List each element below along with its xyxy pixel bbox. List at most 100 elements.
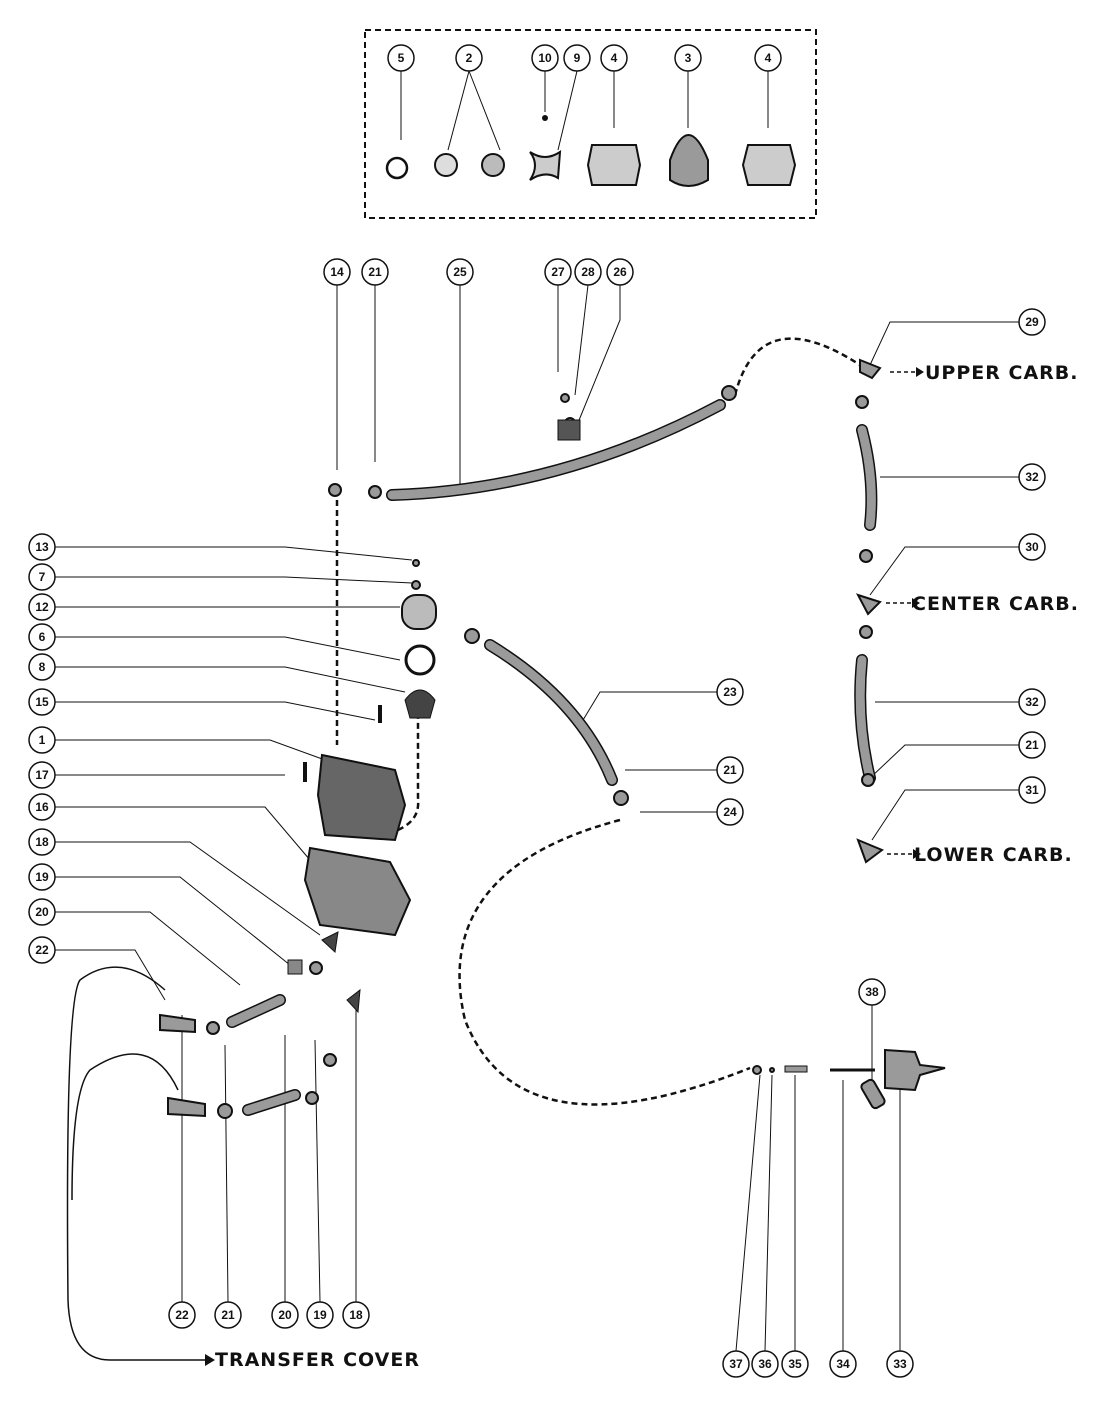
nut-21b — [613, 790, 629, 806]
leader-line — [55, 739, 326, 761]
callout-number: 24 — [723, 805, 737, 819]
callout-circle — [28, 828, 56, 856]
callout-number: 19 — [313, 1308, 327, 1322]
screw-15 — [378, 705, 382, 723]
callout-number: 13 — [35, 540, 49, 554]
callout-number: 1 — [39, 733, 46, 747]
connector — [721, 385, 737, 401]
callout-circle — [28, 726, 56, 754]
hose-20-upper-fill — [227, 995, 285, 1027]
callout-circle — [342, 1301, 370, 1329]
nut-center-b — [859, 625, 873, 639]
inlet-33 — [884, 1048, 946, 1092]
callout-number: 22 — [175, 1308, 189, 1322]
callout-2: 2 — [455, 44, 483, 72]
arrow-upper-icon — [916, 367, 924, 377]
callout-1: 1 — [28, 726, 56, 754]
callout-number: 20 — [278, 1308, 292, 1322]
callout-number: 19 — [35, 870, 49, 884]
callout-circle — [28, 761, 56, 789]
callout-circle — [168, 1301, 196, 1329]
callout-number: 5 — [398, 51, 405, 65]
callout-number: 18 — [349, 1308, 363, 1322]
callout-number: 17 — [35, 768, 49, 782]
hose-32-upper-fill — [857, 425, 876, 530]
leader-line — [55, 636, 401, 661]
callout-number: 20 — [35, 905, 49, 919]
leader-line — [869, 744, 1019, 779]
leader-line — [557, 70, 578, 151]
callout-circle — [600, 44, 628, 72]
callout-circle — [716, 756, 744, 784]
callout-8: 8 — [28, 653, 56, 681]
callout-circle — [28, 593, 56, 621]
callout-number: 21 — [1025, 738, 1039, 752]
hose-23 — [484, 639, 618, 786]
transfer-line-lower — [71, 1053, 179, 1201]
nut-center-a — [859, 549, 873, 563]
check-ball-37 — [752, 1065, 762, 1075]
label-transfer-cover: TRANSFER COVER — [215, 1349, 420, 1371]
leader-line — [55, 701, 376, 721]
callout-circle — [455, 44, 483, 72]
callout-23: 23 — [716, 678, 744, 706]
callout-30: 30 — [1018, 533, 1046, 561]
callout-32: 32 — [1018, 688, 1046, 716]
callout-21: 21 — [361, 258, 389, 286]
callout-number: 6 — [39, 630, 46, 644]
callout-16: 16 — [28, 793, 56, 821]
callout-number: 3 — [685, 51, 692, 65]
callout-circle — [28, 936, 56, 964]
leader-line — [869, 321, 1019, 366]
callout-19: 19 — [306, 1301, 334, 1329]
leader-line — [735, 1074, 761, 1352]
spring-19 — [305, 1091, 319, 1105]
callout-32: 32 — [1018, 463, 1046, 491]
nut-18 — [309, 961, 323, 975]
callout-circle — [754, 44, 782, 72]
leader-line — [764, 1074, 773, 1352]
callout-circle — [1018, 688, 1046, 716]
leader-line — [55, 806, 311, 861]
leader-line — [55, 911, 241, 986]
nut-18b — [323, 1053, 337, 1067]
arrow-icon — [205, 1354, 215, 1366]
callout-circle — [531, 44, 559, 72]
elbow-31 — [856, 838, 884, 864]
callout-circle — [28, 533, 56, 561]
hose-32-lower-fill — [855, 655, 875, 783]
callout-18: 18 — [28, 828, 56, 856]
callout-circle — [361, 258, 389, 286]
callout-circle — [606, 258, 634, 286]
callout-38: 38 — [858, 978, 886, 1006]
retainer-9 — [529, 150, 562, 181]
callout-number: 7 — [39, 570, 46, 584]
callout-circle — [563, 44, 591, 72]
callout-10: 10 — [531, 44, 559, 72]
parts — [159, 115, 946, 1119]
filter-8 — [404, 689, 436, 719]
nut-upper — [855, 395, 869, 409]
callout-number: 8 — [39, 660, 46, 674]
nut-12 — [464, 628, 480, 644]
clamp-26 — [557, 419, 581, 441]
callout-circle — [306, 1301, 334, 1329]
screw-17 — [303, 762, 307, 782]
callout-22: 22 — [168, 1301, 196, 1329]
pump-base-16 — [303, 846, 412, 937]
callout-6: 6 — [28, 623, 56, 651]
fitting-18 — [321, 931, 339, 954]
callout-29: 29 — [1018, 308, 1046, 336]
leader-line — [55, 546, 413, 561]
callout-circle — [28, 863, 56, 891]
callout-28: 28 — [574, 258, 602, 286]
dashed-line-filter — [397, 700, 420, 832]
callout-number: 10 — [538, 51, 552, 65]
callout-21: 21 — [214, 1301, 242, 1329]
callout-14: 14 — [323, 258, 351, 286]
callout-circle — [574, 258, 602, 286]
leader-line — [55, 949, 166, 1001]
callout-9: 9 — [563, 44, 591, 72]
dashed-line-upper — [733, 337, 861, 396]
